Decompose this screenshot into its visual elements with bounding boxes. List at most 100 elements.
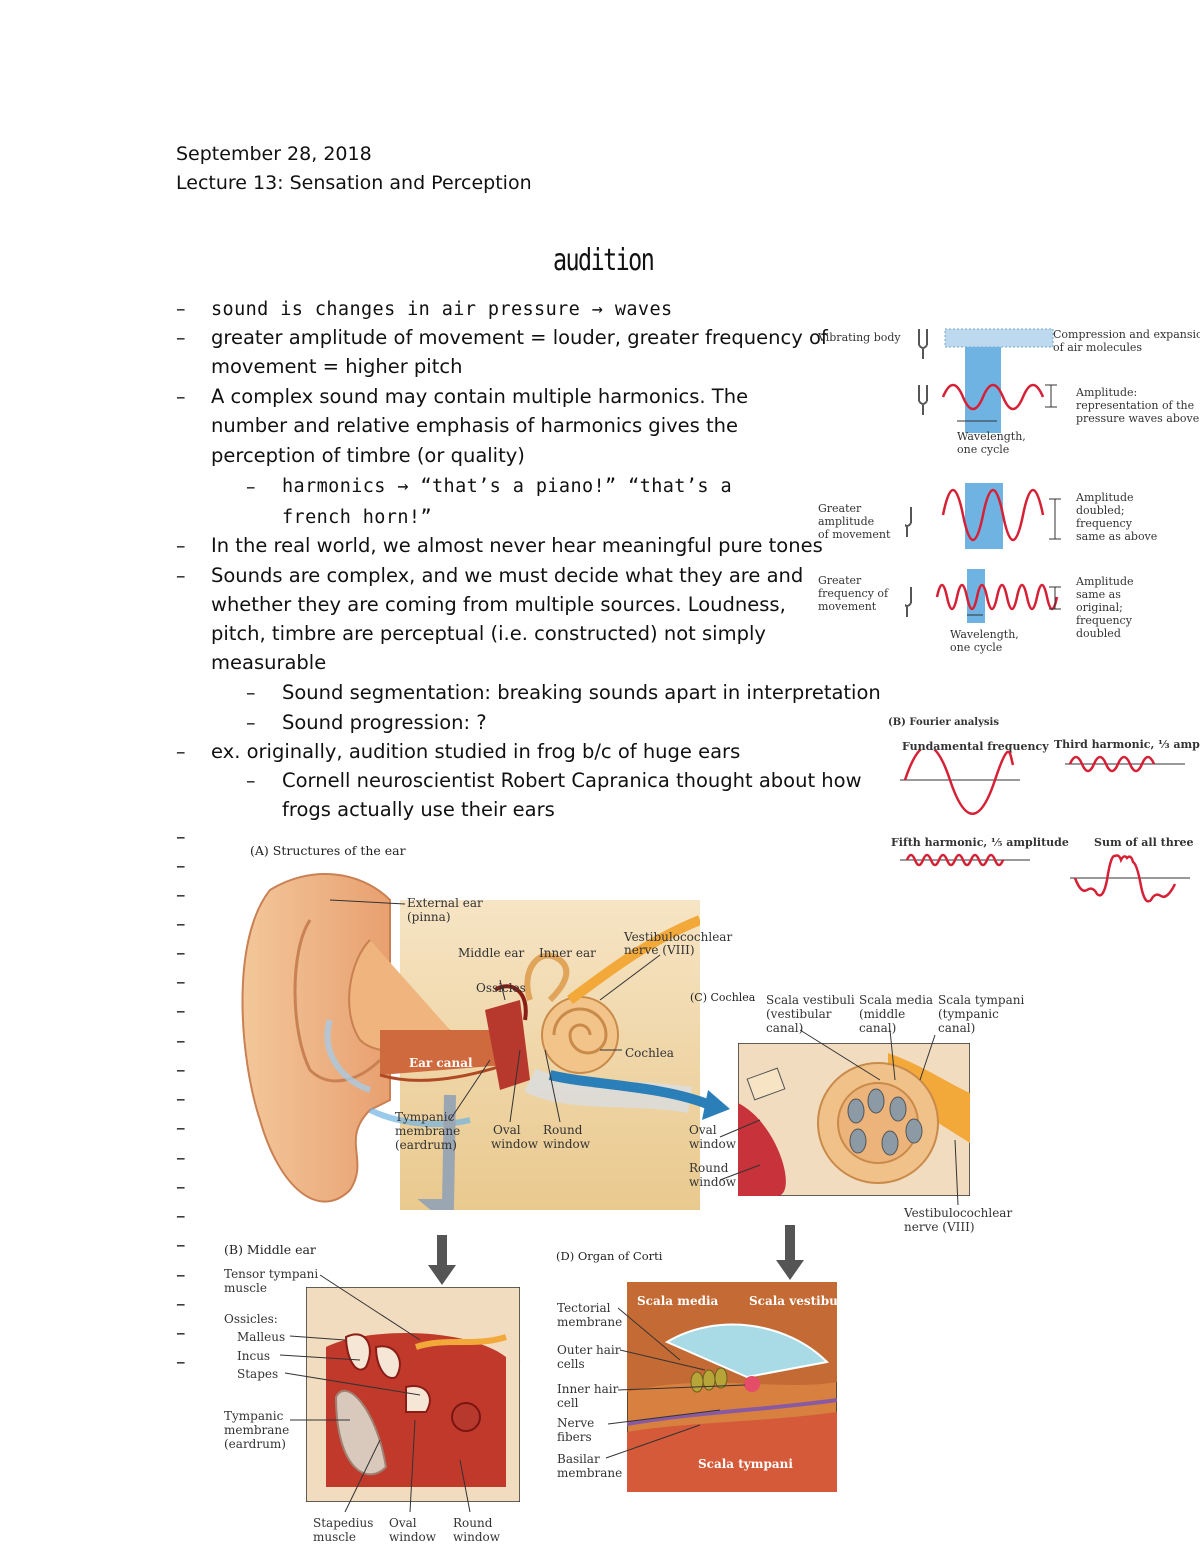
bullet: –: [176, 565, 186, 587]
note-line: perception of timbre (or quality): [211, 444, 525, 467]
stapes-label: Stapes: [237, 1367, 279, 1381]
basilar-membrane-label: membrane: [557, 1466, 623, 1480]
greater-frequency-label: frequency of: [818, 587, 889, 600]
middle-ear-title: (B) Middle ear: [224, 1242, 316, 1257]
tectorial-membrane-label: membrane: [557, 1315, 623, 1329]
bullet: –: [176, 327, 186, 349]
bullet: –: [176, 971, 186, 993]
cochlea-label: Cochlea: [625, 1046, 674, 1060]
amplitude-label: representation of the: [1076, 399, 1195, 412]
amplitude-label: frequency: [1076, 614, 1132, 627]
round-window-label: window: [453, 1530, 501, 1544]
sum-label: Sum of all three: [1094, 836, 1194, 849]
amplitude-label: same as above: [1076, 530, 1158, 543]
tensor-tympani-label: muscle: [224, 1281, 267, 1295]
ear-figure-title: (A) Structures of the ear: [250, 843, 406, 858]
oval-window-label: window: [389, 1530, 437, 1544]
round-window-label: Round: [689, 1161, 729, 1175]
note-line: harmonics → “that’s a piano!” “that’s a: [282, 476, 732, 497]
inner-hair-cell-label: Inner hair: [557, 1382, 619, 1396]
wave-diagram-graphic: [905, 328, 1061, 623]
inner-ear-label: Inner ear: [539, 946, 596, 960]
scala-media-label: (middle: [859, 1007, 906, 1021]
vestibulocochlear-label: nerve (VIII): [904, 1220, 975, 1234]
outer-hair-cells-label: cells: [557, 1357, 585, 1371]
greater-frequency-label: Greater: [818, 574, 862, 587]
bullet: –: [176, 386, 186, 408]
oval-window-label: Oval: [389, 1516, 417, 1530]
bullet: –: [176, 913, 186, 935]
bullet: –: [176, 942, 186, 964]
greater-amplitude-label: Greater: [818, 502, 862, 515]
bullet: –: [176, 1088, 186, 1110]
section-title: audition: [553, 243, 655, 278]
outer-hair-cells-label: Outer hair: [557, 1343, 621, 1357]
oval-window-label: Oval: [493, 1123, 521, 1137]
bullet: –: [176, 1234, 186, 1256]
oval-window-label: window: [491, 1137, 539, 1151]
scala-media-label: Scala media: [637, 1294, 719, 1308]
malleus-label: Malleus: [237, 1330, 286, 1344]
scala-vestibuli-label: (vestibular: [766, 1007, 832, 1021]
bullet: –: [176, 298, 186, 320]
bullet: –: [176, 826, 186, 848]
bullet: –: [176, 535, 186, 557]
scala-tympani-label: Scala tympani: [698, 1457, 793, 1471]
amplitude-label: Amplitude: [1076, 575, 1134, 588]
bullet: –: [246, 712, 256, 734]
amplitude-label: Amplitude:: [1076, 386, 1138, 399]
note-line: A complex sound may contain multiple har…: [211, 385, 749, 408]
amplitude-label: same as: [1076, 588, 1121, 601]
external-ear-label: External ear: [407, 896, 483, 910]
tympanic-membrane-label: membrane: [395, 1124, 461, 1138]
bullet: –: [176, 884, 186, 906]
greater-frequency-label: movement: [818, 600, 877, 613]
note-line: movement = higher pitch: [211, 355, 463, 378]
compression-label: of air molecules: [1053, 341, 1143, 354]
tectorial-membrane-label: Tectorial: [557, 1301, 611, 1315]
round-window-label: Round: [453, 1516, 493, 1530]
date-line: September 28, 2018: [176, 143, 372, 165]
cochlea-figure-title: (C) Cochlea: [690, 991, 756, 1004]
ossicles-label: Ossicles: [476, 981, 526, 995]
middle-ear-illustration: [306, 1287, 520, 1502]
note-line: measurable: [211, 651, 327, 674]
fundamental-wave: [903, 750, 1015, 815]
bullet: –: [246, 476, 256, 498]
incus-label: Incus: [237, 1349, 271, 1363]
bullet: –: [176, 1322, 186, 1344]
note-line: whether they are coming from multiple so…: [211, 593, 786, 616]
amplitude-label: doubled: [1076, 627, 1121, 640]
amplitude-label: frequency: [1076, 517, 1132, 530]
lecture-title: Lecture 13: Sensation and Perception: [176, 172, 532, 194]
bullet: –: [176, 1176, 186, 1198]
wavelength-label: one cycle: [950, 641, 1003, 654]
fundamental-label: Fundamental frequency: [902, 740, 1049, 753]
note-line: ex. originally, audition studied in frog…: [211, 740, 741, 763]
note-line: frogs actually use their ears: [282, 798, 555, 821]
tympanic-membrane-label: Tympanic: [224, 1409, 284, 1423]
ear-illustration: [241, 873, 700, 1210]
fifth-harmonic-label: Fifth harmonic, ⅕ amplitude: [891, 836, 1069, 849]
wavelength-label: Wavelength,: [957, 430, 1026, 443]
greater-amplitude-label: of movement: [818, 528, 891, 541]
scala-tympani-label: canal): [938, 1021, 976, 1035]
bullet: –: [246, 682, 256, 704]
nerve-fibers-label: fibers: [557, 1430, 592, 1444]
nerve-fibers-label: Nerve: [557, 1416, 595, 1430]
tympanic-membrane-label: (eardrum): [395, 1138, 457, 1152]
vestibulocochlear-label: nerve (VIII): [624, 943, 695, 957]
note-line: In the real world, we almost never hear …: [211, 534, 823, 557]
amplitude-label: doubled;: [1076, 504, 1125, 517]
scala-tympani-label: (tympanic: [938, 1007, 999, 1021]
round-window-label: Round: [543, 1123, 583, 1137]
note-line: sound is changes in air pressure → waves: [211, 299, 673, 320]
third-harmonic-wave: [1068, 755, 1156, 773]
note-line: Cornell neuroscientist Robert Capranica …: [282, 769, 862, 792]
scala-vestibuli-label: Scala vestibuli: [766, 993, 855, 1007]
third-harmonic-label: Third harmonic, ⅓ amplitude: [1054, 738, 1200, 751]
vestibulocochlear-label: Vestibulocochlear: [904, 1206, 1013, 1220]
fourier-waves-graphic: [900, 750, 1190, 903]
corti-title: (D) Organ of Corti: [556, 1249, 663, 1263]
fifth-harmonic-wave: [905, 853, 1005, 867]
